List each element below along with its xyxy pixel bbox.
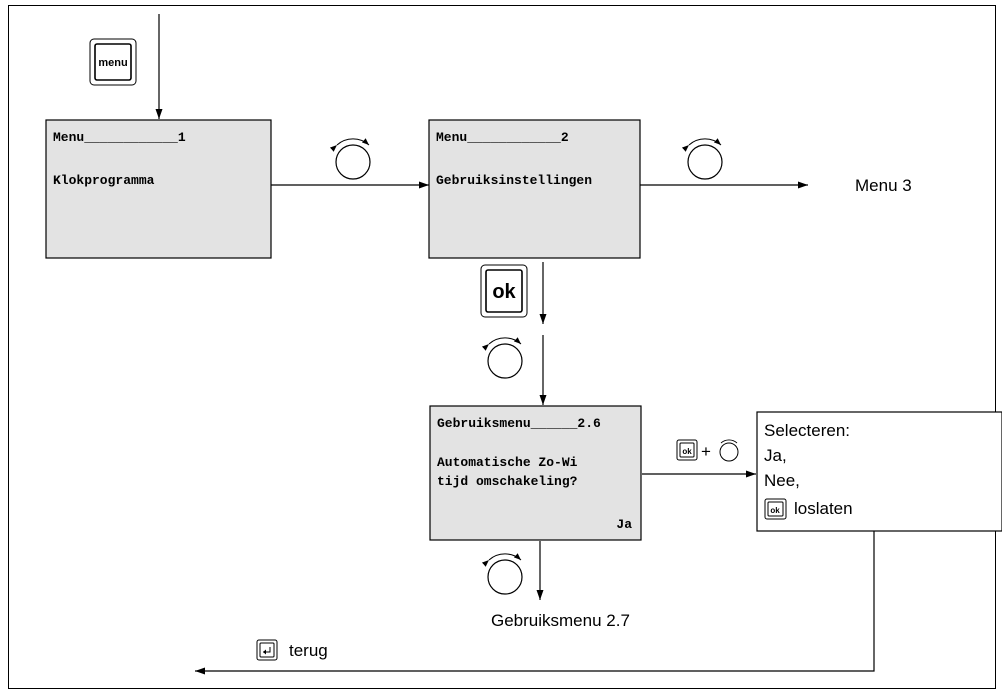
ok-small-icon-label: ok bbox=[682, 447, 692, 456]
back-button-icon[interactable] bbox=[256, 639, 278, 661]
ok-plus-knob-combo: ok + bbox=[676, 439, 739, 462]
selection-instruction-box: Selecteren: Ja, Nee, ok loslaten bbox=[756, 411, 1002, 532]
select-line3: Nee, bbox=[764, 471, 800, 490]
gebruiksmenu27-label: Gebruiksmenu 2.7 bbox=[491, 611, 630, 630]
menu26-line1: Gebruiksmenu______2.6 bbox=[437, 416, 601, 431]
menu26-value: Ja bbox=[616, 517, 632, 532]
ok-button[interactable]: ok bbox=[480, 264, 528, 318]
display-menu-1: Menu____________1 Klokprogramma bbox=[45, 119, 272, 259]
select-line1: Selecteren: bbox=[764, 421, 850, 440]
diagram-frame bbox=[8, 5, 996, 689]
menu1-line2: Klokprogramma bbox=[53, 173, 155, 188]
ok-release-icon-label: ok bbox=[770, 506, 780, 515]
menu-button-label: menu bbox=[98, 57, 127, 69]
display-gebruiksmenu-2-6: Gebruiksmenu______2.6 Automatische Zo-Wi… bbox=[429, 405, 642, 541]
ok-release-icon[interactable]: ok bbox=[764, 498, 787, 520]
rotary-knob-icon[interactable] bbox=[488, 338, 522, 378]
rotary-knob-icon[interactable] bbox=[688, 139, 722, 179]
select-line2: Ja, bbox=[764, 446, 787, 465]
menu-button[interactable]: menu bbox=[89, 38, 137, 86]
menu3-label: Menu 3 bbox=[855, 176, 912, 195]
small-rotary-knob-icon[interactable] bbox=[719, 439, 739, 462]
rotary-knob-icon[interactable] bbox=[488, 554, 522, 594]
return-line bbox=[195, 531, 875, 675]
connectors bbox=[155, 14, 875, 675]
rotary-knob-icon[interactable] bbox=[336, 139, 370, 179]
ok-small-icon[interactable]: ok bbox=[676, 439, 698, 461]
menu2-line2: Gebruiksinstellingen bbox=[436, 173, 592, 188]
display-menu-2: Menu____________2 Gebruiksinstellingen bbox=[428, 119, 641, 259]
menu26-line3: tijd omschakeling? bbox=[437, 474, 578, 489]
select-line4: loslaten bbox=[794, 499, 853, 518]
menu26-line2: Automatische Zo-Wi bbox=[437, 455, 578, 470]
plus-sign: + bbox=[701, 442, 711, 461]
terug-label: terug bbox=[289, 641, 328, 660]
menu1-line1: Menu____________1 bbox=[53, 130, 186, 145]
menu2-line1: Menu____________2 bbox=[436, 130, 569, 145]
ok-button-label: ok bbox=[492, 281, 516, 303]
